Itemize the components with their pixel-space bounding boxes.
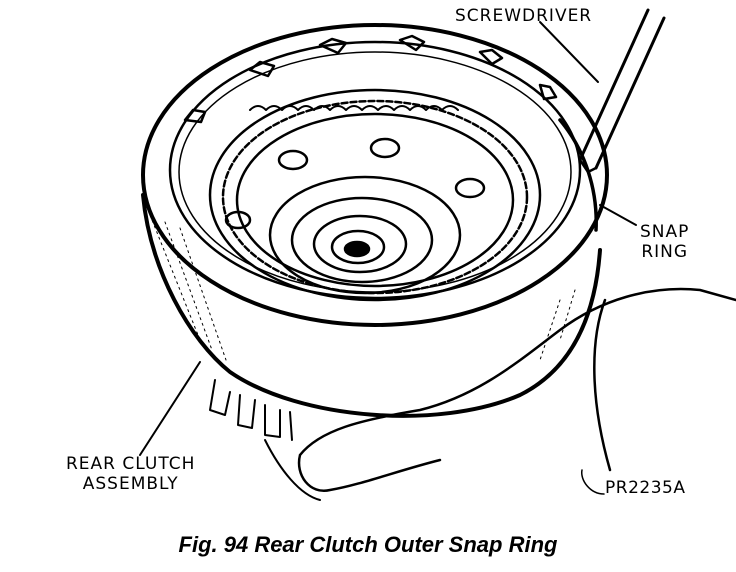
snap-ring-label-line2: RING bbox=[641, 242, 689, 262]
figure-id-label: PR2235A bbox=[605, 478, 686, 498]
screwdriver bbox=[578, 8, 666, 174]
clutch-hub bbox=[268, 175, 462, 295]
leader-screwdriver bbox=[539, 21, 599, 83]
screwdriver-label: SCREWDRIVER bbox=[455, 6, 593, 26]
snap-ring-label-line1: SNAP bbox=[640, 222, 690, 242]
rear-clutch-label-line1: REAR CLUTCH bbox=[66, 454, 196, 474]
hand bbox=[297, 287, 736, 493]
leader-figure-id bbox=[581, 469, 605, 495]
clutch-drum bbox=[141, 23, 609, 441]
clutch-diagram bbox=[139, 8, 736, 501]
snap-ring-label: SNAP RING bbox=[640, 222, 689, 262]
figure-caption: Fig. 94 Rear Clutch Outer Snap Ring bbox=[178, 532, 558, 557]
rear-clutch-label: REAR CLUTCH ASSEMBLY bbox=[66, 454, 195, 494]
leader-snap-ring bbox=[599, 204, 637, 226]
leader-rear-clutch bbox=[139, 361, 201, 456]
rear-clutch-label-line2: ASSEMBLY bbox=[82, 474, 179, 494]
